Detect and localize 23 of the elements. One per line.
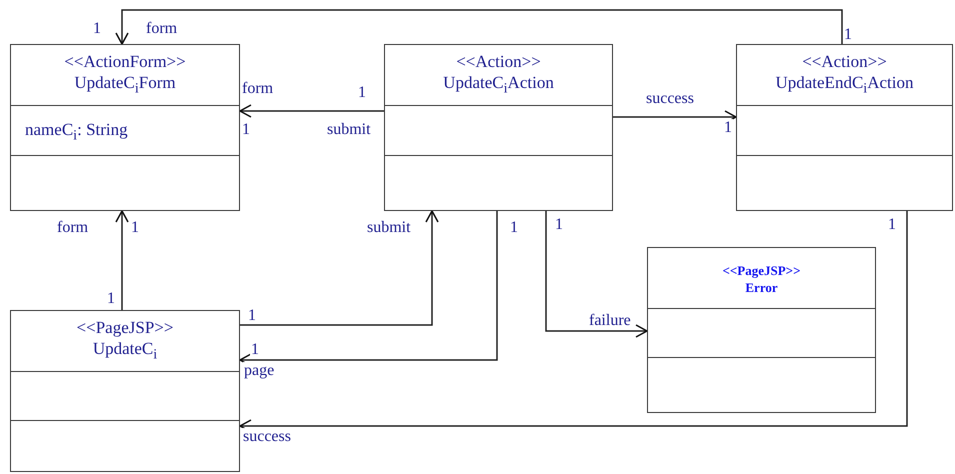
class-name: Error [745, 278, 778, 296]
class-stereotype: <<Action>> [456, 51, 541, 72]
attribute-text: nameC$_{i}$: String [25, 119, 128, 146]
class-stereotype: <<ActionForm>> [64, 51, 186, 72]
association-arrow [115, 9, 843, 45]
association-arrow [239, 104, 384, 118]
multiplicity-label: 1 [250, 341, 260, 358]
class-box [10, 44, 240, 211]
class-box [647, 247, 876, 413]
association-arrow [115, 210, 129, 310]
class-stereotype: <<PageJSP>> [722, 262, 800, 278]
class-name: UpdateEndC$_{i}$Action [775, 72, 914, 99]
association-arrow [545, 211, 648, 338]
class-name: UpdateC$_{i}$Action [443, 72, 554, 99]
class-box [736, 44, 953, 211]
class-stereotype: <<PageJSP>> [76, 317, 174, 338]
class-box [10, 310, 240, 472]
class-stereotype: <<Action>> [802, 51, 887, 72]
class-name: UpdateC$_{i}$ [92, 338, 158, 365]
class-name: UpdateC$_{i}$Form [74, 72, 176, 99]
class-box [384, 44, 613, 211]
association-arrow [240, 210, 439, 326]
role-label: page [243, 362, 276, 379]
